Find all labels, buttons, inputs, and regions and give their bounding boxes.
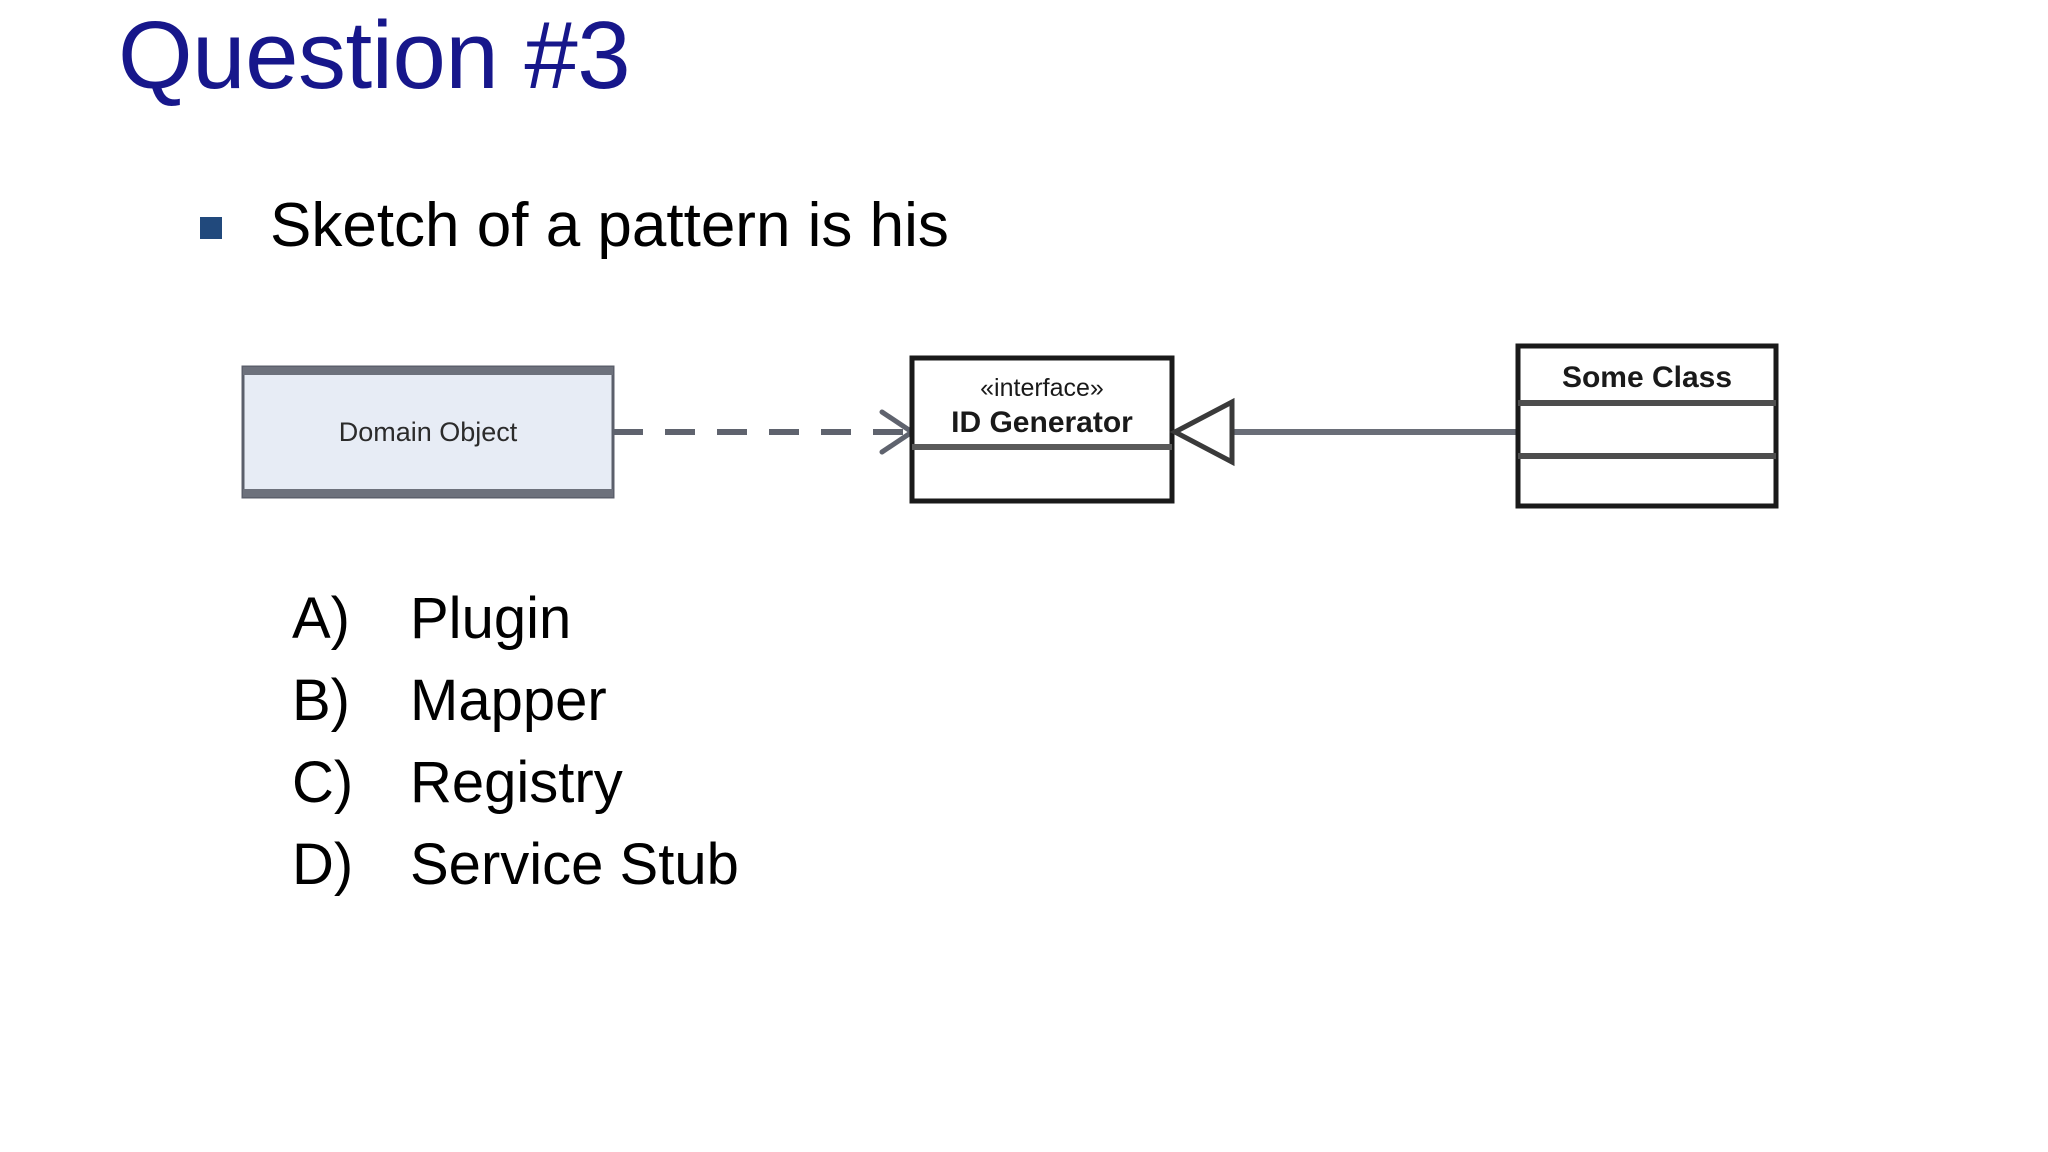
uml-class-diagram: Domain Object «interface» ID Generator <box>0 330 2048 520</box>
bullet-square-icon <box>200 216 222 239</box>
answer-option-a[interactable]: A) Plugin <box>292 578 739 660</box>
id-generator-stereotype: «interface» <box>980 374 1104 402</box>
domain-object-label: Domain Object <box>339 417 518 447</box>
bullet-item: Sketch of a pattern is his <box>200 193 949 258</box>
answer-key-a: A) <box>292 586 350 651</box>
answer-option-c[interactable]: C) Registry <box>292 742 739 824</box>
some-class-label: Some Class <box>1562 361 1732 394</box>
uml-edge-dependency <box>613 409 917 455</box>
answer-key-c: C) <box>292 750 354 815</box>
answer-label-d: Service Stub <box>410 832 739 897</box>
uml-node-domain-object: Domain Object <box>241 365 615 499</box>
answer-label-b: Mapper <box>410 668 607 733</box>
answer-label-c: Registry <box>410 750 623 815</box>
answer-option-d[interactable]: D) Service Stub <box>292 824 739 906</box>
bullet-item-label: Sketch of a pattern is his <box>270 191 949 260</box>
realization-hollow-triangle-arrowhead <box>1169 397 1235 467</box>
uml-node-id-generator: «interface» ID Generator <box>909 355 1175 504</box>
uml-node-some-class: Some Class <box>1515 343 1779 509</box>
domain-object-bottom-band <box>243 489 613 497</box>
answer-key-d: D) <box>292 832 354 897</box>
id-generator-box <box>909 355 1175 504</box>
page-title: Question #3 <box>118 2 631 109</box>
domain-object-top-band <box>243 367 613 375</box>
uml-diagram-svg: Domain Object «interface» ID Generator <box>241 343 1779 509</box>
domain-object-box <box>241 365 615 499</box>
some-class-box <box>1515 343 1779 509</box>
answer-label-a: Plugin <box>410 586 572 651</box>
answer-option-b[interactable]: B) Mapper <box>292 660 739 742</box>
answer-options-list: A) Plugin B) Mapper C) Registry D) Servi… <box>292 578 739 906</box>
answer-key-b: B) <box>292 668 350 733</box>
id-generator-label: ID Generator <box>951 406 1133 439</box>
